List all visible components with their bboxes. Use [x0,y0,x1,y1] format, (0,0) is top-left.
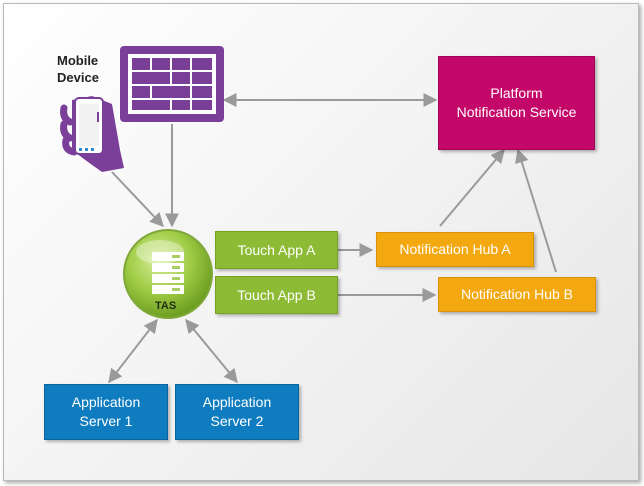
notification-hub-a-label: Notification Hub A [399,241,511,257]
platform-notification-service-label: Platform Notification Service [456,85,577,120]
arrow-huba-platform [439,148,505,227]
touch-app-b-label: Touch App B [237,286,316,303]
tas-label: TAS [155,300,177,312]
application-server-1-label: Application Server 1 [71,394,141,429]
phone-in-hand-icon [60,96,124,172]
arrow-phone-tas [111,171,164,228]
touch-app-b-box: Touch App B [215,276,338,314]
application-server-1-box: Application Server 1 [44,384,168,440]
arrow-tas-server1 [108,318,158,384]
notification-hub-b-box: Notification Hub B [438,277,596,312]
arrow-hubb-platform [515,148,557,273]
platform-notification-service-box: Platform Notification Service [438,56,595,150]
notification-hub-a-box: Notification Hub A [376,232,534,267]
mobile-device-label: Mobile Device [57,53,99,85]
application-server-2-box: Application Server 2 [175,384,299,440]
touch-app-a-label: Touch App A [237,241,316,258]
application-server-2-label: Application Server 2 [202,394,272,429]
tas-icon [123,229,213,319]
arrow-tas-server2 [185,318,238,384]
tablet-icon [120,46,224,122]
touch-app-a-box: Touch App A [215,231,338,269]
notification-hub-b-label: Notification Hub B [460,286,574,302]
